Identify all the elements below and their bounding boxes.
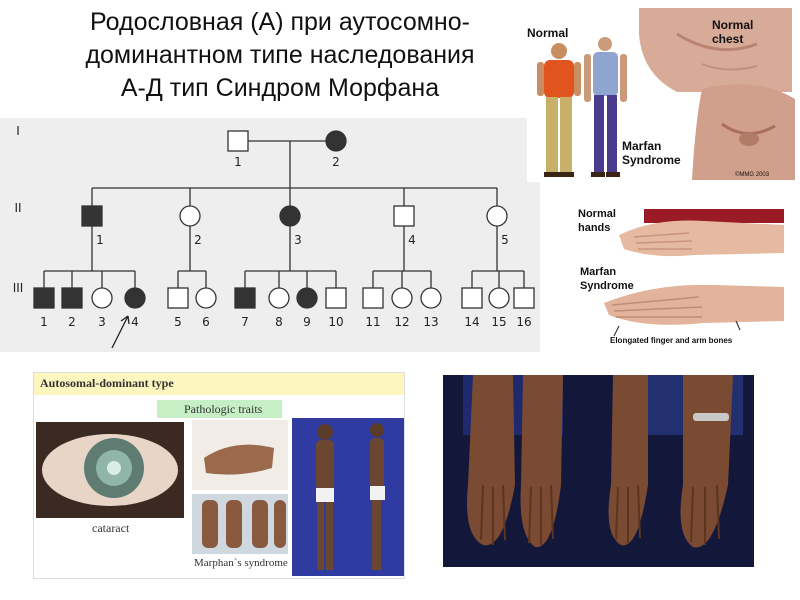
elongated-bones-caption: Elongated finger and arm bones	[610, 336, 733, 345]
gen3-number-9: 9	[303, 315, 311, 329]
autosomal-dominant-panel: Autosomal-dominant type Pathologic trait…	[33, 372, 405, 579]
gen2-individual-3-affected	[279, 205, 301, 227]
bracelet	[693, 413, 729, 421]
title-line-1: Родословная (А) при аутосомно-	[90, 8, 470, 36]
gen2-individual-4-unaffected	[393, 205, 415, 227]
gen3-number-4: 4	[131, 315, 139, 329]
slide-title: Родословная (А) при аутосомно- доминантн…	[20, 6, 540, 105]
gen3-individual-4-affected	[124, 287, 146, 309]
gen2-number-5: 5	[501, 233, 509, 247]
gen3-individual-6-unaffected	[195, 287, 217, 309]
gen3-number-11: 11	[365, 315, 380, 329]
generation-label-II: II	[14, 201, 21, 215]
normal-figure	[537, 43, 581, 177]
gen2-number-1: 1	[96, 233, 104, 247]
cataract-label: cataract	[92, 521, 130, 535]
gen1-number-2: 2	[332, 155, 340, 169]
ad-panel-photos	[36, 418, 404, 576]
gen2-number-3: 3	[294, 233, 302, 247]
gen3-individual-12-unaffected	[391, 287, 413, 309]
marfan-hands-label: Marfan Syndrome	[580, 266, 634, 292]
normal-chest-image	[639, 8, 792, 92]
marfan-chest-image	[692, 84, 795, 180]
marphan-hands-photos	[192, 420, 288, 554]
gen3-individual-3-unaffected	[91, 287, 113, 309]
gen3-number-5: 5	[174, 315, 182, 329]
marfan-figure	[584, 37, 627, 177]
gen2-individual-1-affected	[81, 205, 103, 227]
marfan-hands-panel: Normal hands Marfan Syndrome Elongated f…	[574, 203, 784, 345]
normal-chest-label: Normal chest	[712, 18, 754, 46]
pedigree-background	[0, 118, 540, 352]
gen2-number-2: 2	[194, 233, 202, 247]
gen3-number-7: 7	[241, 315, 249, 329]
gen3-number-1: 1	[40, 315, 48, 329]
gen3-individual-1-affected	[33, 287, 55, 309]
gen3-number-6: 6	[202, 315, 210, 329]
hands-illustration	[604, 209, 784, 337]
gen3-number-12: 12	[394, 315, 409, 329]
gen3-number-10: 10	[328, 315, 343, 329]
gen3-individual-15-unaffected	[488, 287, 510, 309]
gen3-number-16: 16	[516, 315, 531, 329]
cataract-eye-photo	[36, 422, 184, 518]
gen1-individual-1-unaffected	[227, 130, 249, 152]
elongated-hands-photo	[443, 375, 754, 567]
body-illustration	[537, 8, 795, 180]
marfan-syndrome-label: Marfan Syndrome	[622, 139, 681, 167]
gen3-number-8: 8	[275, 315, 283, 329]
marphan-body-photos	[292, 418, 404, 576]
proband-arrow	[111, 315, 130, 349]
gen3-individual-5-unaffected	[167, 287, 189, 309]
generation-label-III: III	[13, 281, 24, 295]
generation-label-I: I	[16, 124, 20, 138]
gen2-individual-5-unaffected	[486, 205, 508, 227]
gen3-individual-9-affected	[296, 287, 318, 309]
pathologic-traits-label: Pathologic traits	[184, 402, 263, 416]
gen3-number-2: 2	[68, 315, 76, 329]
gen3-number-3: 3	[98, 315, 106, 329]
gen3-individual-10-unaffected	[325, 287, 347, 309]
gen3-individual-14-unaffected	[461, 287, 483, 309]
marfan-hand-image	[604, 284, 784, 325]
normal-label: Normal	[527, 26, 569, 40]
gen3-number-15: 15	[491, 315, 506, 329]
marfan-body-panel: Normal Normal chest Marfan Syndrome ©MMG…	[527, 4, 797, 182]
gen3-individual-8-unaffected	[268, 287, 290, 309]
title-line-3: А-Д тип Синдром Морфана	[120, 74, 440, 102]
gen3-individual-11-unaffected	[362, 287, 384, 309]
copyright-text: ©MMG 2003	[735, 172, 770, 178]
ad-panel-header: Autosomal-dominant type	[40, 376, 174, 390]
marphan-syndrome-label: Marphan`s syndrome	[194, 557, 288, 569]
title-line-2: доминантном типе наследования	[85, 41, 475, 69]
gen3-individual-16-unaffected	[513, 287, 535, 309]
gen2-individual-2-unaffected	[179, 205, 201, 227]
gen1-individual-2-affected	[325, 130, 347, 152]
gen1-number-1: 1	[234, 155, 242, 169]
gen2-number-4: 4	[408, 233, 416, 247]
normal-hands-label: Normal hands	[578, 208, 616, 234]
gen3-individual-2-affected	[61, 287, 83, 309]
gen3-number-13: 13	[423, 315, 438, 329]
gen3-number-14: 14	[464, 315, 479, 329]
gen3-individual-7-affected	[234, 287, 256, 309]
normal-hand-image	[619, 220, 784, 257]
gen3-individual-13-unaffected	[420, 287, 442, 309]
